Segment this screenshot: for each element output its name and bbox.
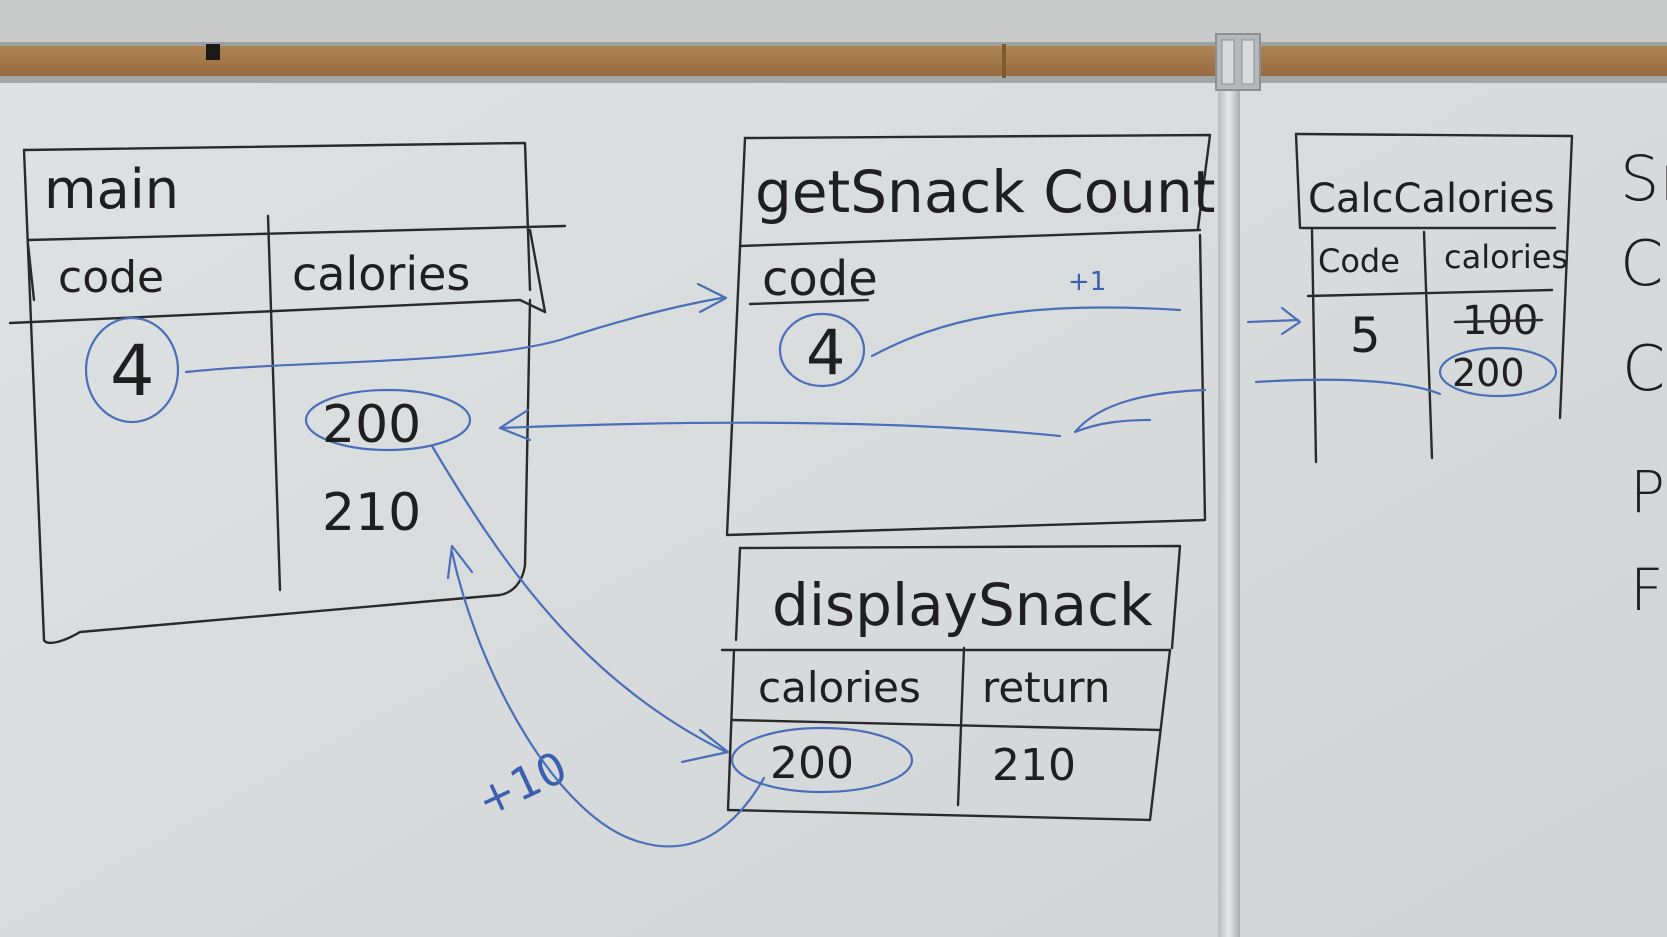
side-letter-1: Sr — [1620, 142, 1667, 215]
frame-main: main code calories 4 200 210 — [8, 141, 567, 645]
main-col-code: code — [58, 252, 164, 303]
arrow-getsnackcount-return — [498, 421, 1062, 438]
ds-title: displaySnack — [772, 571, 1153, 639]
cc-col-calories: calories — [1444, 238, 1568, 276]
cc-calories-circle — [1438, 346, 1558, 398]
main-code-value: 4 — [110, 330, 155, 412]
cc-code-value: 5 — [1350, 308, 1381, 364]
ds-calories-value: 200 — [770, 738, 854, 789]
main-col-calories: calories — [292, 247, 470, 301]
cork-strip — [0, 42, 1667, 83]
call-arrows — [184, 282, 1442, 848]
cc-calories-value: 200 — [1452, 351, 1525, 395]
frame-get-snack-count: getSnack Count code 4 +1 — [725, 133, 1216, 537]
main-title: main — [44, 158, 179, 221]
cc-title: CalcCalories — [1308, 176, 1555, 222]
arrow-main-to-getsnackcount — [184, 296, 724, 374]
side-letter-2: C — [1620, 227, 1663, 300]
ds-calories-circle — [730, 726, 914, 794]
cc-strikethrough — [1453, 318, 1544, 324]
main-calories-new: 210 — [322, 483, 421, 543]
arrow-calccalories-return — [1254, 378, 1442, 396]
side-letter-3: C — [1622, 332, 1665, 405]
side-letter-4: P — [1630, 458, 1665, 526]
main-calories-value: 200 — [322, 395, 421, 455]
ds-col-calories: calories — [758, 663, 921, 712]
arrow-to-calccalories — [1246, 318, 1300, 324]
gsc-col-code: code — [762, 251, 878, 307]
arrow-main-to-displaysnack — [430, 444, 728, 754]
main-code-circle — [84, 316, 180, 424]
gsc-code-circle — [778, 312, 866, 388]
main-calories-circle — [304, 388, 472, 452]
gsc-increment: +1 — [1068, 267, 1106, 297]
gsc-code-value: 4 — [806, 316, 845, 389]
gsc-title: getSnack Count — [755, 158, 1216, 226]
frame-calc-calories: CalcCalories Code calories 5 100 200 — [1294, 132, 1574, 464]
cc-col-code: Code — [1318, 242, 1400, 280]
side-letter-5: F — [1630, 556, 1663, 624]
arrow-displaysnack-return — [450, 550, 766, 848]
ds-col-return: return — [982, 663, 1110, 712]
board-seam — [1215, 33, 1261, 937]
ds-return-value: 210 — [992, 740, 1076, 791]
side-notes: Sr C C P F — [1620, 142, 1667, 624]
